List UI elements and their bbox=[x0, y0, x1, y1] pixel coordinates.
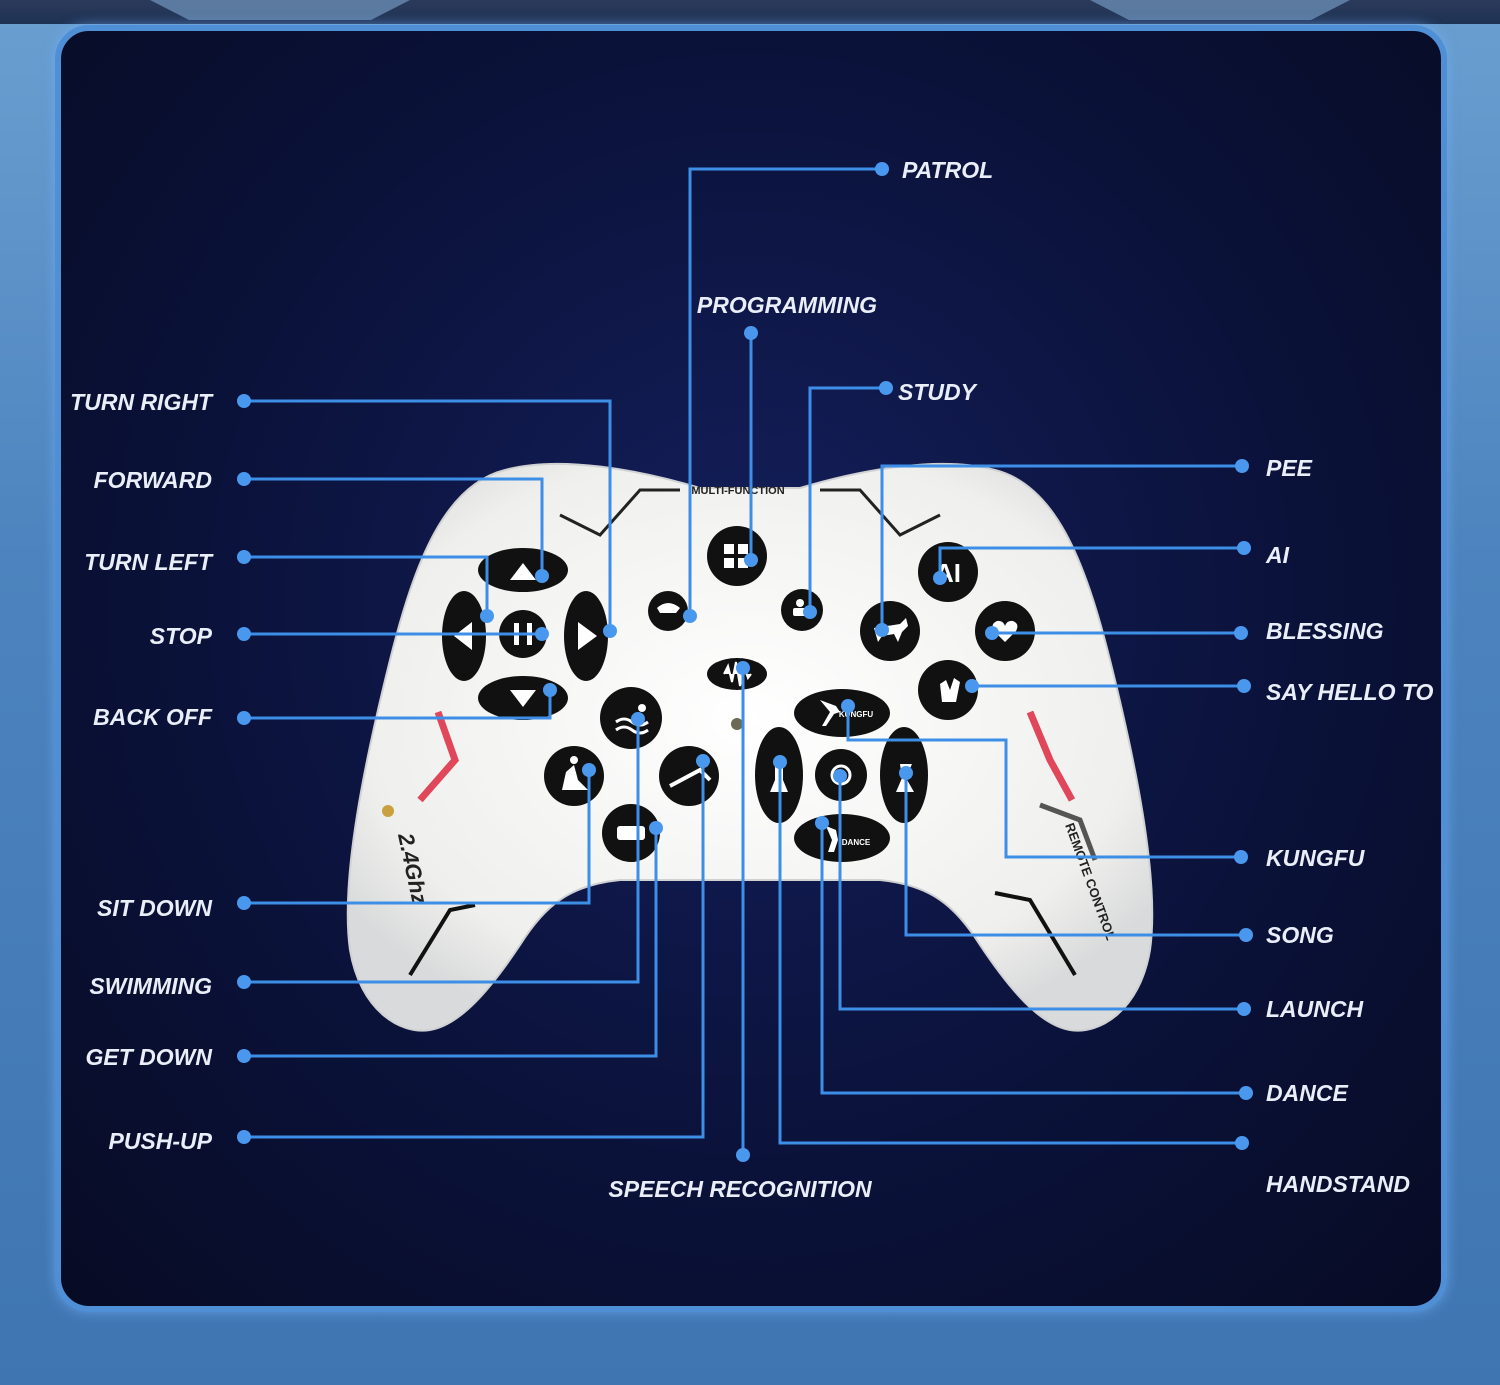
kungfu-icon bbox=[820, 700, 840, 726]
label-forward: FORWARD bbox=[94, 467, 212, 493]
arrow-right-icon bbox=[578, 622, 597, 650]
svg-text:DANCE: DANCE bbox=[842, 838, 871, 847]
police-hat-icon bbox=[657, 603, 680, 613]
labels: PATROL PROGRAMMING STUDY TURN RIGHT FORW… bbox=[70, 157, 1433, 1202]
push-up-icon bbox=[669, 767, 712, 788]
arrow-up-icon bbox=[510, 563, 536, 580]
label-programming: PROGRAMMING bbox=[697, 292, 877, 318]
label-push-up: PUSH-UP bbox=[108, 1128, 212, 1154]
swimming-icon bbox=[638, 704, 646, 712]
label-swimming: SWIMMING bbox=[89, 973, 212, 999]
label-ai: AI bbox=[1265, 542, 1290, 568]
label-study: STUDY bbox=[898, 379, 979, 405]
dog-icon bbox=[874, 618, 908, 642]
ai-button[interactable] bbox=[918, 542, 978, 602]
label-pee: PEE bbox=[1266, 455, 1313, 481]
get-down-icon bbox=[617, 826, 645, 840]
svg-text:KUNGFU: KUNGFU bbox=[839, 710, 873, 719]
arrow-down-icon bbox=[510, 690, 536, 707]
label-patrol: PATROL bbox=[902, 157, 993, 183]
label-launch: LAUNCH bbox=[1266, 996, 1363, 1022]
leader-lines bbox=[244, 167, 1246, 1155]
leader-dots bbox=[237, 162, 1253, 1162]
programming-button[interactable] bbox=[707, 526, 767, 586]
label-stop: STOP bbox=[150, 623, 213, 649]
right-buttons: AI KUNGFU DANCE bbox=[755, 542, 1035, 862]
label-say-hello-to: SAY HELLO TO bbox=[1266, 679, 1434, 705]
function-buttons bbox=[544, 526, 823, 862]
label-get-down: GET DOWN bbox=[86, 1044, 213, 1070]
label-handstand: HANDSTAND bbox=[1266, 1171, 1410, 1197]
waving-hand-icon bbox=[940, 678, 960, 702]
sit-down-icon bbox=[562, 765, 588, 790]
label-back-off: BACK OFF bbox=[93, 704, 213, 730]
heart-hands-icon bbox=[992, 620, 1018, 642]
top-bar bbox=[0, 0, 1500, 24]
study-icon bbox=[796, 599, 804, 607]
label-sit-down: SIT DOWN bbox=[97, 895, 212, 921]
multifunction-text: MULTI-FUNCTION bbox=[691, 485, 784, 497]
arrow-left-icon bbox=[454, 622, 472, 650]
label-song: SONG bbox=[1266, 922, 1334, 948]
label-kungfu: KUNGFU bbox=[1266, 845, 1366, 871]
kungfu-button[interactable] bbox=[794, 689, 890, 737]
swimming-button[interactable] bbox=[600, 687, 662, 749]
label-turn-right: TURN RIGHT bbox=[70, 389, 214, 415]
label-speech-recognition: SPEECH RECOGNITION bbox=[608, 1176, 872, 1202]
label-blessing: BLESSING bbox=[1266, 618, 1384, 644]
programming-icon bbox=[724, 544, 734, 554]
dance-icon bbox=[826, 826, 838, 852]
label-dance: DANCE bbox=[1266, 1080, 1348, 1106]
label-turn-left: TURN LEFT bbox=[84, 549, 214, 575]
